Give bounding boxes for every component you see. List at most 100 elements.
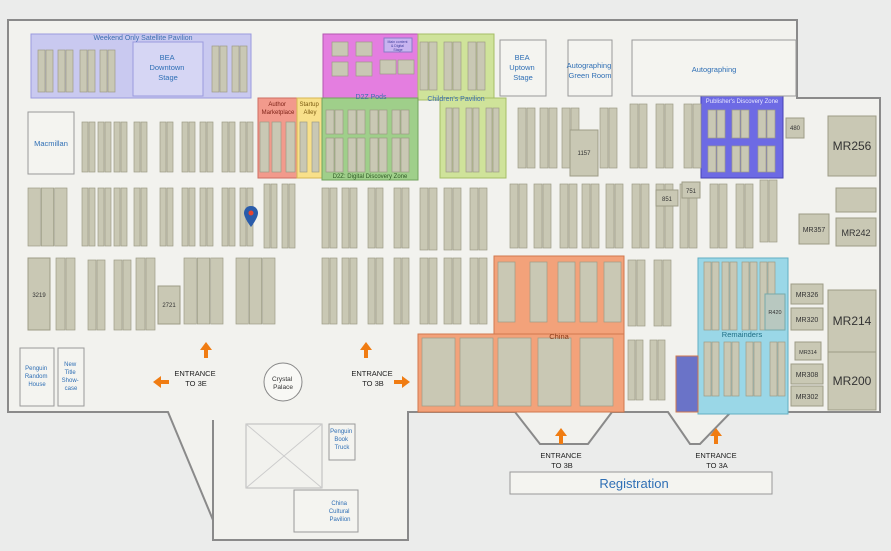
booth[interactable] [79,49,88,93]
booth[interactable] [766,109,776,139]
booth[interactable] [731,109,741,139]
booth[interactable] [221,121,229,173]
booth[interactable] [497,261,516,323]
penguin-book-truck[interactable] [328,423,356,461]
booth[interactable] [731,341,740,397]
booth[interactable] [533,183,543,249]
booth[interactable] [219,45,228,93]
booth[interactable] [81,187,89,247]
booth[interactable] [334,137,344,173]
mr326-room[interactable] [790,283,824,305]
booth[interactable] [459,337,494,407]
booth[interactable] [711,341,720,397]
booth[interactable] [721,261,730,331]
booth[interactable] [485,107,493,173]
mr214-room[interactable] [827,289,877,353]
mr256-room[interactable] [827,115,877,177]
booth[interactable] [741,261,750,331]
booth-480-box[interactable] [785,117,805,139]
booth[interactable] [356,137,366,173]
booth[interactable] [375,187,384,249]
booth[interactable] [759,179,769,243]
booth[interactable] [537,337,572,407]
booth[interactable] [579,261,598,323]
booth[interactable] [97,187,105,247]
booth[interactable] [281,183,289,249]
booth[interactable] [378,109,388,135]
bea-uptown-stage[interactable] [499,39,547,97]
mr200-room[interactable] [827,351,877,411]
mr320-room[interactable] [790,307,824,331]
booth[interactable] [664,183,674,249]
crystal-palace-circle[interactable] [263,362,303,402]
mr242-upper-room[interactable] [835,187,877,213]
booth[interactable] [140,121,148,173]
booth[interactable] [166,187,174,247]
booth[interactable] [248,257,263,325]
booth[interactable] [329,187,338,249]
booth[interactable] [614,183,624,249]
booth[interactable] [452,257,462,325]
new-title-showcase-booth[interactable] [57,347,85,407]
booth[interactable] [285,121,296,173]
booth[interactable] [745,341,754,397]
booth[interactable] [37,49,46,93]
booth[interactable] [107,49,116,93]
booth[interactable] [757,145,767,173]
booth[interactable] [400,137,410,173]
booth[interactable] [231,45,240,93]
booth[interactable] [707,109,717,139]
booth[interactable] [452,41,462,91]
booth[interactable] [166,121,174,173]
booth[interactable] [349,257,358,325]
booth[interactable] [321,257,330,325]
booth[interactable] [181,121,189,173]
booth[interactable] [561,107,571,169]
booth[interactable] [723,341,732,397]
booth[interactable] [509,183,519,249]
booth[interactable] [664,103,674,169]
booth[interactable] [629,103,639,169]
registration-desk[interactable] [509,471,773,495]
booth[interactable] [428,257,438,325]
booth[interactable] [768,179,778,243]
booth[interactable] [206,187,214,247]
booth[interactable] [769,341,778,397]
booth[interactable] [749,261,758,331]
booth[interactable] [518,183,528,249]
booth[interactable] [419,187,429,251]
booth[interactable] [199,187,207,247]
autographing-green-room[interactable] [567,39,613,97]
booth[interactable] [391,137,401,173]
booth[interactable] [96,259,106,331]
booth[interactable] [393,187,402,249]
booth[interactable] [347,137,357,173]
booth[interactable] [526,107,536,169]
booth[interactable] [467,41,477,91]
booth[interactable] [735,183,745,249]
booth[interactable] [331,61,349,77]
booth[interactable] [210,257,224,325]
booth[interactable] [188,187,196,247]
booth[interactable] [445,107,453,173]
booth[interactable] [65,257,76,331]
booth[interactable] [729,261,738,331]
booth[interactable] [465,107,473,173]
booth[interactable] [492,107,500,173]
mr357-room[interactable] [798,213,830,245]
booth[interactable] [259,121,270,173]
booth[interactable] [627,339,636,401]
china-cultural-pavilion[interactable] [293,489,359,533]
booth[interactable] [627,259,637,327]
booth[interactable] [159,121,167,173]
booth[interactable] [655,183,665,249]
booth[interactable] [263,183,271,249]
macmillan-booth[interactable] [27,111,75,175]
booth[interactable] [548,107,558,169]
booth[interactable] [262,257,276,325]
booth[interactable] [542,183,552,249]
mr314-room[interactable] [794,341,822,361]
booth[interactable] [707,145,717,173]
booth[interactable] [104,121,112,173]
booth[interactable] [325,109,335,135]
